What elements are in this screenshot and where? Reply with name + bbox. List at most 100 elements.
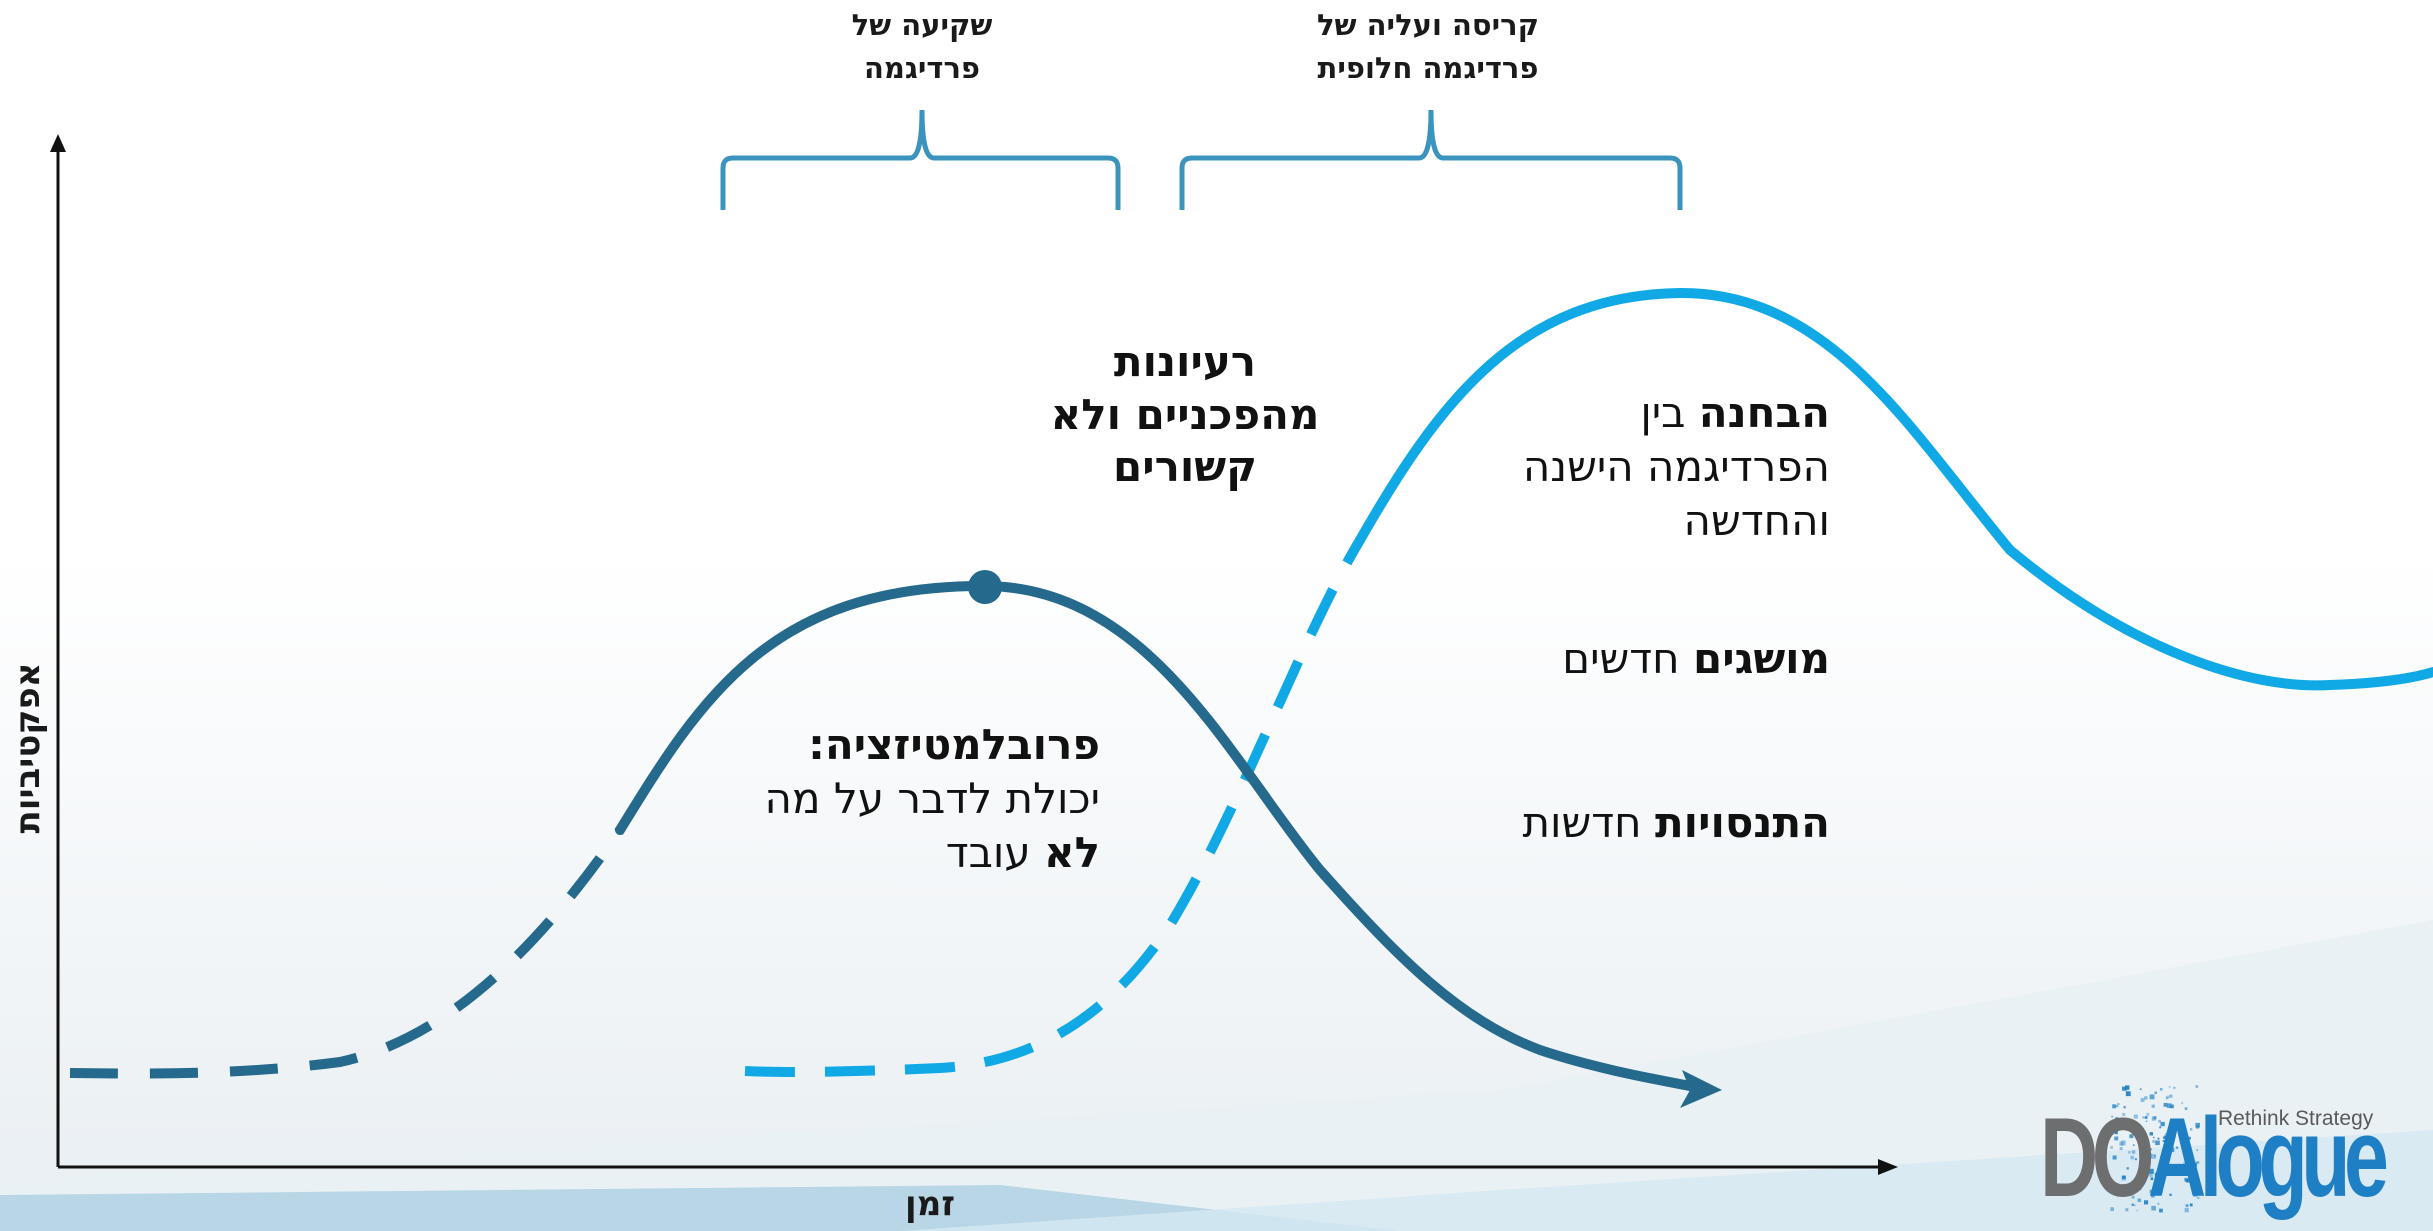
logo-particle bbox=[2184, 1107, 2188, 1110]
logo-particle bbox=[2138, 1187, 2142, 1191]
y-axis-label: אפקטיביות bbox=[8, 662, 48, 834]
logo-particle bbox=[2150, 1177, 2154, 1181]
logo-particle bbox=[2155, 1140, 2160, 1146]
logo-particle bbox=[2162, 1167, 2166, 1171]
logo-particle bbox=[2185, 1204, 2189, 1208]
distinction-line2: הפרדיגמה הישנה bbox=[1522, 441, 1830, 491]
concepts-callout: מושגים חדשים bbox=[1420, 632, 1830, 686]
decline-label-line1: שקיעה של bbox=[852, 8, 993, 42]
logo-particle bbox=[2119, 1141, 2124, 1146]
logo-tagline: Rethink Strategy bbox=[2218, 1107, 2374, 1130]
logo-particle bbox=[2151, 1194, 2155, 1198]
new-paradigm-curve-emerging bbox=[744, 537, 1365, 1077]
logo-particle bbox=[2154, 1155, 2156, 1157]
logo-particle bbox=[2111, 1123, 2116, 1128]
logo-particle bbox=[2146, 1112, 2150, 1116]
logo-particle bbox=[2123, 1105, 2126, 1109]
logo-particle bbox=[2168, 1133, 2173, 1138]
experiments-rest: חדשות bbox=[1522, 798, 1655, 847]
logo-rest: Alogue bbox=[2148, 1095, 2389, 1220]
logo-particle bbox=[2144, 1200, 2149, 1205]
distinction-callout: הבחנה בין הפרדיגמה הישנה והחדשה bbox=[1420, 386, 1830, 547]
logo-particle bbox=[2132, 1144, 2135, 1147]
logo-particle bbox=[2189, 1203, 2193, 1207]
problematization-line2: יכולת לדבר על מה bbox=[764, 773, 1101, 823]
logo-particle bbox=[2155, 1179, 2159, 1184]
logo-particle bbox=[2110, 1207, 2114, 1211]
logo-particle bbox=[2160, 1155, 2162, 1158]
logo-particle bbox=[2128, 1151, 2131, 1154]
background-swoosh-accent bbox=[0, 1185, 1400, 1231]
logo-particle bbox=[2134, 1180, 2139, 1186]
logo-particle bbox=[2112, 1104, 2117, 1109]
logo-particle bbox=[2195, 1085, 2199, 1088]
logo-particle bbox=[2149, 1132, 2153, 1136]
logo-particle bbox=[2185, 1178, 2190, 1183]
logo-do: DO bbox=[2040, 1095, 2154, 1220]
logo-particle bbox=[2167, 1134, 2172, 1139]
logo-particle bbox=[2149, 1189, 2153, 1193]
problematization-line3-rest: עובד bbox=[945, 827, 1044, 877]
logo-particle bbox=[2192, 1162, 2198, 1167]
old-paradigm-arrowhead bbox=[1680, 1070, 1722, 1108]
logo-particle bbox=[2174, 1164, 2177, 1168]
logo-particle bbox=[2173, 1086, 2176, 1089]
logo-particle bbox=[2121, 1184, 2126, 1189]
logo-particle bbox=[2162, 1140, 2165, 1142]
logo-particle bbox=[2196, 1184, 2202, 1190]
logo-particle bbox=[2125, 1091, 2131, 1097]
logo-particle bbox=[2190, 1169, 2193, 1172]
distinction-line3: והחדשה bbox=[1683, 495, 1830, 545]
logo-particle bbox=[2152, 1140, 2155, 1143]
logo-particle bbox=[2151, 1116, 2156, 1121]
revolutionary-ideas-line1: רעיונות bbox=[1113, 337, 1257, 386]
experiments-callout: התנסויות חדשות bbox=[1420, 796, 1830, 850]
logo-particles bbox=[2110, 1085, 2202, 1213]
logo-particle bbox=[2158, 1119, 2161, 1123]
logo-particle bbox=[2139, 1088, 2142, 1091]
logo-particle bbox=[2117, 1103, 2120, 1105]
distinction-bold: הבחנה bbox=[1698, 388, 1830, 437]
logo-particle bbox=[2151, 1104, 2155, 1108]
problematization-line3-bold: לא bbox=[1044, 827, 1100, 877]
y-axis-arrow bbox=[50, 134, 66, 152]
logo-particle bbox=[2147, 1153, 2152, 1158]
logo-particle bbox=[2193, 1192, 2198, 1197]
logo-particle bbox=[2195, 1122, 2200, 1128]
logo-particle bbox=[2160, 1121, 2165, 1127]
old-paradigm-curve-solid bbox=[615, 580, 1700, 1092]
logo-particle bbox=[2189, 1128, 2193, 1131]
logo-particle bbox=[2148, 1172, 2153, 1177]
logo-particle bbox=[2165, 1138, 2169, 1142]
logo-particle bbox=[2182, 1136, 2184, 1139]
logo-particle bbox=[2114, 1136, 2119, 1141]
logo-particle bbox=[2134, 1158, 2137, 1161]
logo-particle bbox=[2126, 1123, 2129, 1125]
logo-particle bbox=[2129, 1134, 2134, 1139]
logo-particle bbox=[2149, 1148, 2152, 1151]
logo-particle bbox=[2126, 1167, 2129, 1170]
logo-particle bbox=[2154, 1172, 2160, 1178]
problematization-callout: פרובלמטיזציה: יכולת לדבר על מה לא עובד bbox=[640, 718, 1101, 879]
logo-particle bbox=[2159, 1088, 2163, 1091]
logo-particle bbox=[2145, 1120, 2148, 1122]
logo-particle bbox=[2120, 1126, 2122, 1128]
crisis-bracket bbox=[1179, 109, 1683, 210]
logo-particle bbox=[2157, 1137, 2160, 1140]
logo-particle bbox=[2175, 1125, 2177, 1127]
logo-particle bbox=[2136, 1209, 2138, 1212]
logo-particle bbox=[2125, 1184, 2129, 1188]
logo-particle bbox=[2166, 1131, 2170, 1134]
logo-particle bbox=[2110, 1145, 2114, 1149]
logo-particle bbox=[2184, 1208, 2189, 1213]
logo-particle bbox=[2130, 1155, 2134, 1160]
problematization-title: פרובלמטיזציה: bbox=[808, 720, 1100, 769]
logo-particle bbox=[2141, 1173, 2145, 1177]
revolutionary-ideas-label: רעיונות מהפכניים ולא קשורים bbox=[1000, 336, 1370, 494]
logo-particle bbox=[2144, 1096, 2148, 1100]
background-swoosh bbox=[0, 920, 2433, 1231]
logo-particle bbox=[2159, 1208, 2163, 1213]
revolutionary-ideas-line3: קשורים bbox=[1112, 442, 1258, 491]
logo-particle bbox=[2141, 1128, 2144, 1131]
logo-particle bbox=[2159, 1126, 2162, 1129]
